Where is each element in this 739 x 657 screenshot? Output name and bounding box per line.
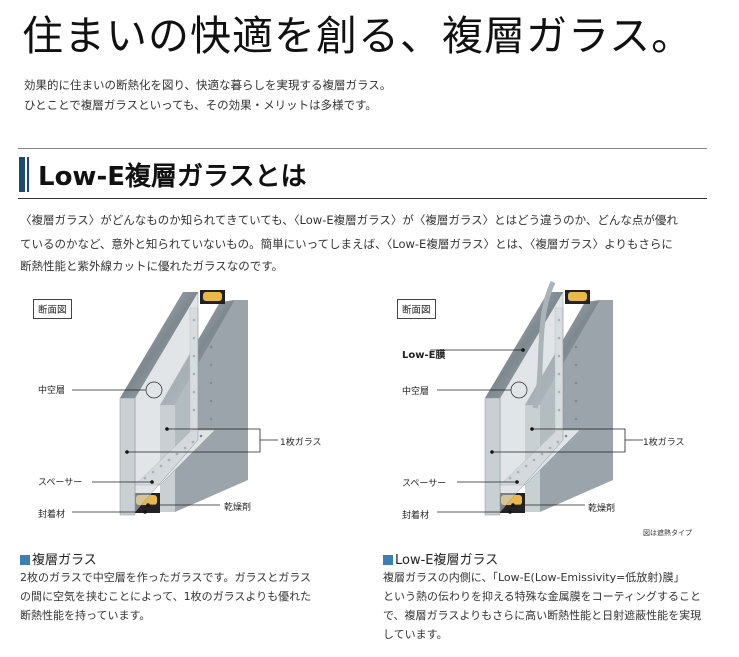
- intro-line-2: ひとことで複層ガラスといっても、その効果・メリットは多様です。: [24, 98, 377, 112]
- label-hollow-layer: 中空層: [38, 386, 66, 396]
- caption-low-e-glass: Low-E複層ガラス: [383, 549, 498, 568]
- intro-line-1: 効果的に住まいの断熱化を図り、快適な暮らしを実現する複層ガラス。: [24, 78, 392, 92]
- section-divider-top: [18, 148, 707, 149]
- diagram-note: 図は遮熱タイプ: [643, 529, 692, 537]
- caption-text: Low-E複層ガラス: [395, 553, 499, 568]
- label-single-glass: 1枚ガラス: [280, 438, 322, 448]
- label-sealant: 封着材: [38, 510, 66, 520]
- desiccant-top: [203, 292, 222, 301]
- description-line: の間に空気を挟むことによって、1枚のガラスよりも優れた: [20, 590, 312, 603]
- caption-double-glass: 複層ガラス: [20, 549, 97, 568]
- spacer-hole: [574, 417, 578, 421]
- description-line: で、複層ガラスよりもさらに高い断熱性能と日射遮蔽性能を実現: [383, 609, 702, 622]
- label-low-e-film: Low-E膜: [402, 350, 446, 361]
- spacer-hole: [209, 345, 213, 349]
- spacer-hole: [574, 381, 578, 385]
- spacer-hole: [209, 381, 213, 385]
- spacer-hole: [574, 363, 578, 367]
- spacer-hole: [574, 327, 578, 331]
- label-spacer: スペーサー: [38, 478, 83, 488]
- spacer-hole: [209, 363, 213, 367]
- description-line: という熱の伝わりを抑える特殊な金属膜をコーティングすること: [383, 590, 702, 603]
- caption-text: 複層ガラス: [32, 553, 97, 568]
- label-spacer: スペーサー: [402, 479, 447, 489]
- description-line: 複層ガラスの内側に、「Low-E(Low-Emissivity=低放射)膜」: [383, 571, 685, 584]
- front-pane-top: [120, 292, 198, 398]
- spacer-hole: [209, 417, 213, 421]
- section-accent-bar: [19, 157, 25, 192]
- section-body-line-2: ているのかなど、意外と知られていないもの。簡単にいってしまえば、〈Low-E複層…: [20, 237, 673, 251]
- spacer-hole: [564, 434, 568, 438]
- cross-section-label: 断面図: [397, 299, 436, 319]
- label-sealant: 封着材: [402, 511, 430, 521]
- callout-glass: [127, 428, 261, 453]
- front-pane-edge: [484, 397, 501, 516]
- page-title: 住まいの快適を創る、複層ガラス。: [22, 12, 694, 60]
- description-line: しています。: [383, 628, 448, 641]
- label-single-glass: 1枚ガラス: [643, 438, 685, 448]
- back-pane-side: [175, 300, 248, 512]
- spacer-hole: [209, 399, 213, 403]
- spacer-hole: [574, 399, 578, 403]
- label-desiccant: 乾燥剤: [224, 503, 252, 513]
- label-desiccant: 乾燥剤: [588, 504, 616, 514]
- front-pane-edge: [119, 397, 136, 516]
- cross-section-label: 断面図: [33, 299, 72, 319]
- spacer-hole: [199, 434, 203, 438]
- description-double-glass: 2枚のガラスで中空層を作ったガラスです。ガラスとガラス の間に空気を挟むことによ…: [20, 568, 311, 625]
- section-body-line-3: 断熱性能と紫外線カットに優れたガラスなのです。: [20, 259, 284, 273]
- desiccant-top: [568, 292, 587, 301]
- callout-dot: [125, 450, 129, 454]
- spacer-hole: [574, 345, 578, 349]
- label-hollow-layer: 中空層: [402, 387, 430, 397]
- low-e-glass-illustration: [430, 280, 643, 516]
- caption-square-icon: [383, 555, 393, 565]
- caption-square-icon: [20, 555, 30, 565]
- section-title: Low-E複層ガラスとは: [38, 162, 307, 192]
- description-low-e-glass: 複層ガラスの内側に、「Low-E(Low-Emissivity=低放射)膜」 と…: [383, 568, 701, 644]
- back-pane-side: [540, 300, 613, 512]
- double-glass-illustration: [72, 290, 278, 516]
- spacer-hole: [209, 327, 213, 331]
- section-body-line-1: 〈複層ガラス〉がどんなものか知られてきていても、〈Low-E複層ガラス〉が〈複層…: [20, 213, 678, 227]
- description-line: 断熱性能を持っています。: [20, 609, 151, 622]
- section-divider-bottom: [18, 198, 707, 199]
- description-line: 2枚のガラスで中空層を作ったガラスです。ガラスとガラス: [20, 571, 312, 584]
- callout-glass: [492, 428, 626, 453]
- low-e-film: [532, 280, 556, 409]
- section-accent-bar-thin: [27, 157, 29, 192]
